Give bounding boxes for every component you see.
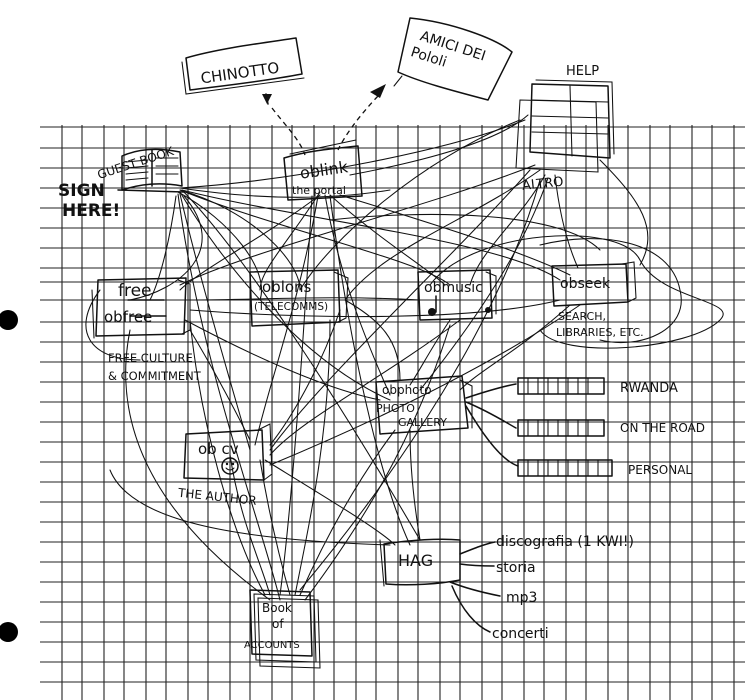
obmusic-label: obmusic xyxy=(424,280,483,296)
on-the-road-label: ON THE ROAD xyxy=(620,421,705,435)
chinotto-node[interactable]: CHINOTTO xyxy=(181,37,305,95)
rwanda-label: RWANDA xyxy=(620,381,678,396)
obfree-label: obfree xyxy=(104,308,152,326)
smiley-face-icon xyxy=(221,457,239,475)
music-note-icon xyxy=(428,295,491,316)
connection-lines xyxy=(85,114,724,601)
svg-text:FREE CULTURE: FREE CULTURE xyxy=(108,351,193,365)
hag-node[interactable]: HAG xyxy=(379,538,461,587)
book-of-accounts-node[interactable]: Book of ACCOUNTS xyxy=(244,589,321,669)
book-line3: ACCOUNTS xyxy=(244,640,300,651)
altro-label: ALTRO xyxy=(521,175,564,194)
free-word: free xyxy=(118,281,152,301)
seek-caption: SEARCH, LIBRARIES, ETC. xyxy=(556,310,644,339)
binder-hole-icon xyxy=(0,310,18,330)
film-strip-rwanda[interactable]: RWANDA xyxy=(517,377,678,396)
arrow-up-right-icon xyxy=(370,84,386,98)
personal-label: PERSONAL xyxy=(628,463,692,477)
oblink-subtitle: the portal xyxy=(292,184,346,197)
sign-here-label: SIGN HERE! xyxy=(58,181,120,221)
photo-line1: obphoto xyxy=(382,383,432,397)
obcv-label: ob cv xyxy=(198,440,239,458)
film-strip-on-the-road[interactable]: ON THE ROAD xyxy=(517,419,705,437)
oblons-line2: (TELECOMMS) xyxy=(254,301,328,313)
the-author-label: THE AUTHOR xyxy=(176,486,257,508)
hag-branches xyxy=(449,541,501,633)
help-node[interactable]: HELP xyxy=(515,64,615,173)
obmusic-node[interactable]: obmusic xyxy=(417,269,497,321)
hag-label: HAG xyxy=(398,551,433,570)
oblink-portal-node[interactable]: oblink the portal xyxy=(283,139,363,201)
help-label: HELP xyxy=(566,64,599,79)
svg-text:SEARCH,: SEARCH, xyxy=(558,310,606,323)
gallery-branches xyxy=(465,383,519,467)
oblons-line1: oblons xyxy=(262,278,312,296)
oblink-title: oblink xyxy=(299,157,350,183)
binder-hole-icon xyxy=(0,622,18,642)
svg-text:SIGN: SIGN xyxy=(58,181,105,201)
svg-text:HERE!: HERE! xyxy=(62,201,120,221)
amici-dei-pololi-node[interactable]: AMICI DEI Pololi xyxy=(393,17,513,101)
obcv-node[interactable]: ob cv xyxy=(183,423,273,481)
concerti-label: concerti xyxy=(492,626,549,642)
book-line1: Book xyxy=(262,601,292,615)
storia-label: storia xyxy=(496,560,536,576)
svg-text:LIBRARIES, ETC.: LIBRARIES, ETC. xyxy=(556,326,644,339)
book-line2: of xyxy=(272,617,284,631)
obseek-node[interactable]: obseek xyxy=(551,261,637,307)
obphoto-node[interactable]: obphoto PHOTO GALLERY xyxy=(375,375,473,435)
photo-line3: GALLERY xyxy=(398,416,447,429)
svg-text:& COMMITMENT: & COMMITMENT xyxy=(108,369,202,383)
film-strip-personal[interactable]: PERSONAL xyxy=(517,459,692,477)
obseek-label: obseek xyxy=(560,276,611,292)
discografia-label: discografia (1 KWI!) xyxy=(496,534,634,550)
mp3-label: mp3 xyxy=(506,590,537,606)
photo-line2: PHOTO xyxy=(376,402,415,415)
free-culture-caption: FREE CULTURE & COMMITMENT xyxy=(108,351,202,383)
arrow-down-icon xyxy=(262,94,272,104)
oblons-node[interactable]: oblons (TELECOMMS) xyxy=(249,269,349,327)
obfree-node[interactable]: free obfree xyxy=(91,277,191,339)
